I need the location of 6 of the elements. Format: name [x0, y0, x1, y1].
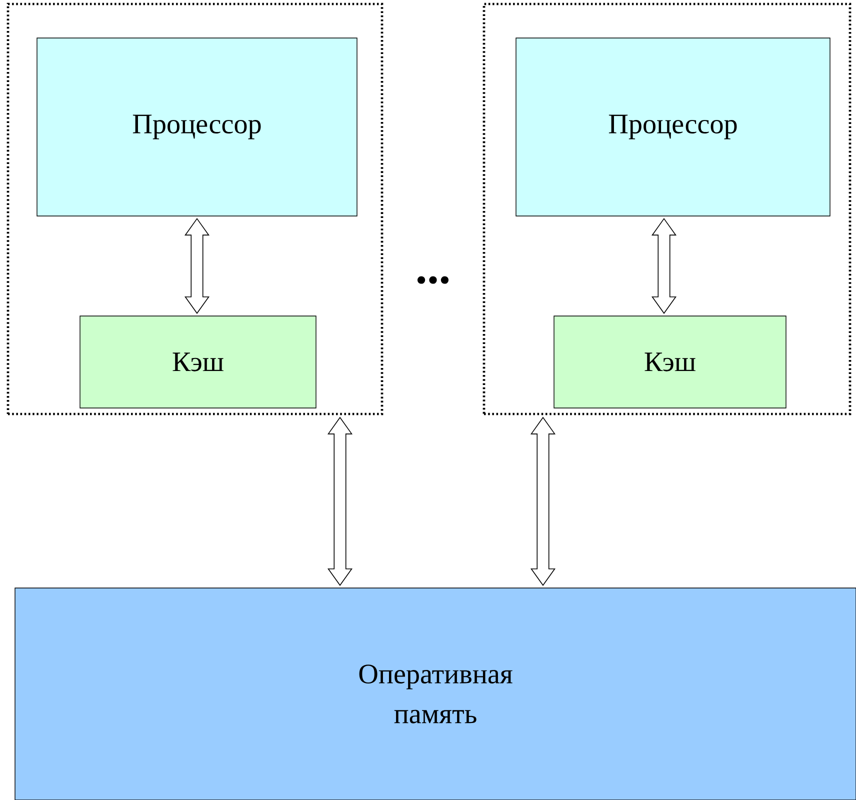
cache-box: Кэш [80, 316, 316, 408]
cache-box: Кэш [554, 316, 786, 408]
processor-box: Процессор [516, 38, 830, 216]
memory-box: Оперативная память [14, 588, 856, 800]
ellipsis: ... [418, 276, 448, 284]
processor-box: Процессор [36, 38, 358, 216]
